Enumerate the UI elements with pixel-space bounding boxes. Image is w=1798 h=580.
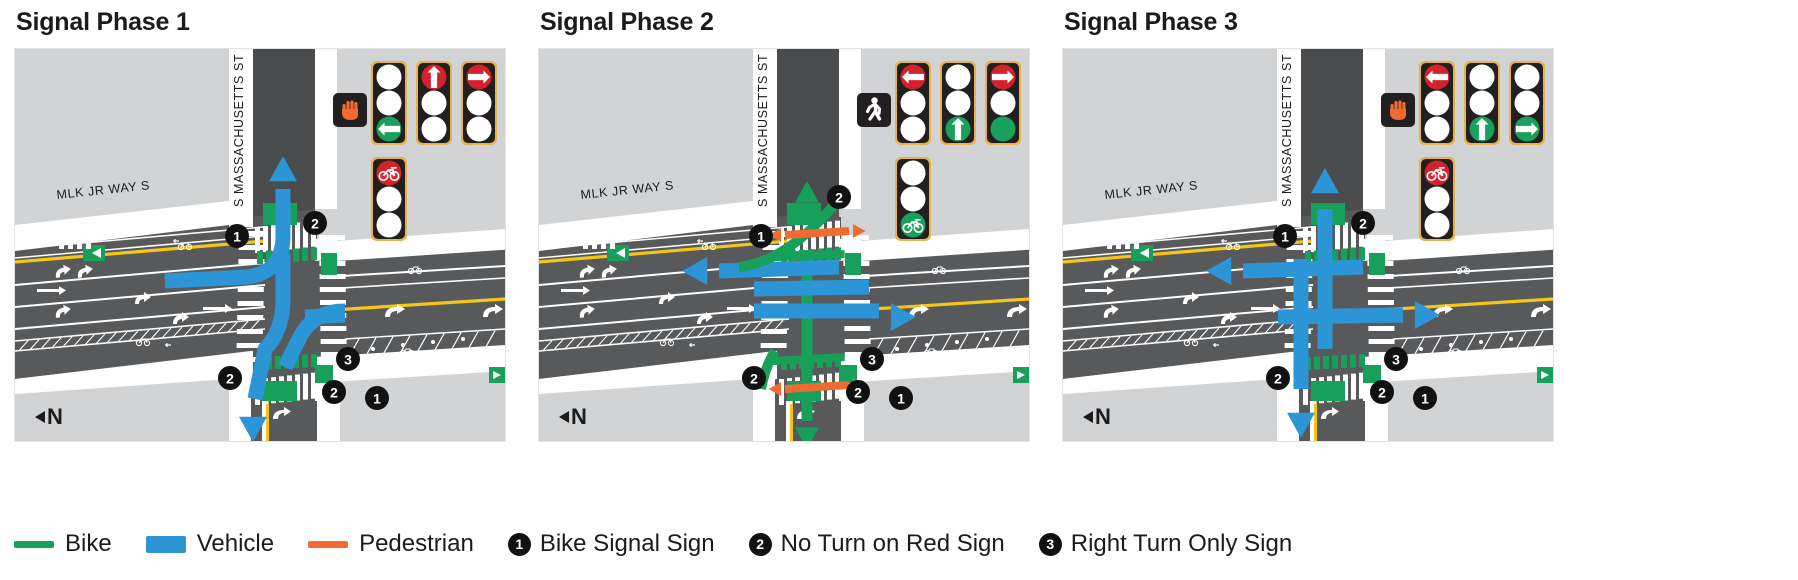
svg-text:1: 1 (1281, 229, 1289, 245)
map-marker-2[interactable]: 2 (322, 380, 346, 404)
legend-swatch (308, 540, 349, 548)
north-indicator: N (35, 404, 63, 429)
svg-text:2: 2 (311, 216, 319, 232)
right-turn-signal[interactable] (461, 61, 497, 145)
legend-label: Vehicle (196, 530, 275, 557)
svg-text:3: 3 (868, 352, 876, 368)
legend-pedestrian: Pedestrian (308, 530, 474, 558)
left-turn-signal[interactable] (895, 61, 931, 145)
right-turn-signal[interactable] (1509, 61, 1545, 145)
map-marker-2[interactable]: 2 (846, 380, 870, 404)
hand-icon[interactable] (1381, 93, 1415, 127)
hand-icon[interactable] (333, 93, 367, 127)
left-turn-signal[interactable] (371, 61, 407, 145)
svg-text:3: 3 (1392, 352, 1400, 368)
panel-title: Signal Phase 2 (540, 8, 714, 36)
svg-text:2: 2 (226, 371, 234, 387)
through-signal[interactable] (416, 61, 452, 145)
svg-text:2: 2 (330, 385, 338, 401)
svg-text:1: 1 (233, 229, 241, 245)
map-marker-2[interactable]: 2 (1351, 211, 1375, 235)
map-marker-1[interactable]: 1 (749, 224, 773, 248)
map-marker-1[interactable]: 1 (1273, 224, 1297, 248)
legend-label: Bike (65, 530, 112, 557)
legend-bike-signal-sign: 1 Bike Signal Sign (507, 530, 715, 558)
north-label: N (571, 404, 587, 429)
movement-arrows (682, 181, 916, 441)
through-signal[interactable] (1464, 61, 1500, 145)
north-label: N (47, 404, 63, 429)
map-marker-2[interactable]: 2 (218, 366, 242, 390)
legend-badge-3: 3 (1038, 532, 1062, 556)
map-marker-2[interactable]: 2 (303, 211, 327, 235)
legend-vehicle: Vehicle (145, 530, 275, 558)
legend-bike: Bike (14, 530, 112, 558)
street-label-ns: S MASSACHUSETTS ST (232, 54, 246, 207)
legend-label: Right Turn Only Sign (1070, 530, 1293, 557)
map-marker-2[interactable]: 2 (1266, 366, 1290, 390)
svg-text:3: 3 (344, 352, 352, 368)
north-indicator: N (1083, 404, 1111, 429)
walk-icon[interactable] (857, 93, 891, 127)
svg-text:1: 1 (897, 391, 905, 407)
map-marker-2[interactable]: 2 (1370, 380, 1394, 404)
map-marker-3[interactable]: 3 (860, 347, 884, 371)
panel-title: Signal Phase 1 (16, 8, 190, 36)
bike-signal[interactable] (895, 157, 931, 241)
map-marker-3[interactable]: 3 (336, 347, 360, 371)
movement-arrows (164, 156, 346, 441)
legend-label: No Turn on Red Sign (780, 530, 1005, 557)
svg-text:2: 2 (1274, 371, 1282, 387)
north-indicator: N (559, 404, 587, 429)
left-turn-signal[interactable] (1419, 61, 1455, 145)
bike-signal[interactable] (371, 157, 407, 241)
svg-text:2: 2 (1378, 385, 1386, 401)
legend-swatch (145, 535, 186, 553)
svg-text:2: 2 (854, 385, 862, 401)
street-label-ns: S MASSACHUSETTS ST (1280, 54, 1294, 207)
svg-text:1: 1 (757, 229, 765, 245)
svg-text:2: 2 (750, 371, 758, 387)
panel-title: Signal Phase 3 (1064, 8, 1238, 36)
svg-text:1: 1 (1421, 391, 1429, 407)
legend-badge-1: 1 (507, 532, 531, 556)
map-marker-2[interactable]: 2 (827, 185, 851, 209)
legend-badge-2: 2 (748, 532, 772, 556)
svg-text:2: 2 (835, 190, 843, 206)
map-marker-1[interactable]: 1 (1413, 386, 1437, 410)
legend-label: Pedestrian (359, 530, 474, 557)
legend-right-turn-only-sign: 3 Right Turn Only Sign (1038, 530, 1293, 558)
bike-signal[interactable] (1419, 157, 1455, 241)
svg-text:1: 1 (373, 391, 381, 407)
legend-label: Bike Signal Sign (539, 530, 715, 557)
map-marker-1[interactable]: 1 (225, 224, 249, 248)
map-marker-1[interactable]: 1 (889, 386, 913, 410)
legend-no-turn-on-red-sign: 2 No Turn on Red Sign (748, 530, 1005, 558)
north-label: N (1095, 404, 1111, 429)
legend-swatch (14, 540, 54, 548)
street-label-ns: S MASSACHUSETTS ST (756, 54, 770, 207)
map-marker-2[interactable]: 2 (742, 366, 766, 390)
map-marker-3[interactable]: 3 (1384, 347, 1408, 371)
right-turn-signal[interactable] (985, 61, 1021, 145)
map-marker-1[interactable]: 1 (365, 386, 389, 410)
movement-arrows (1206, 168, 1440, 438)
through-signal[interactable] (940, 61, 976, 145)
svg-text:2: 2 (1359, 216, 1367, 232)
